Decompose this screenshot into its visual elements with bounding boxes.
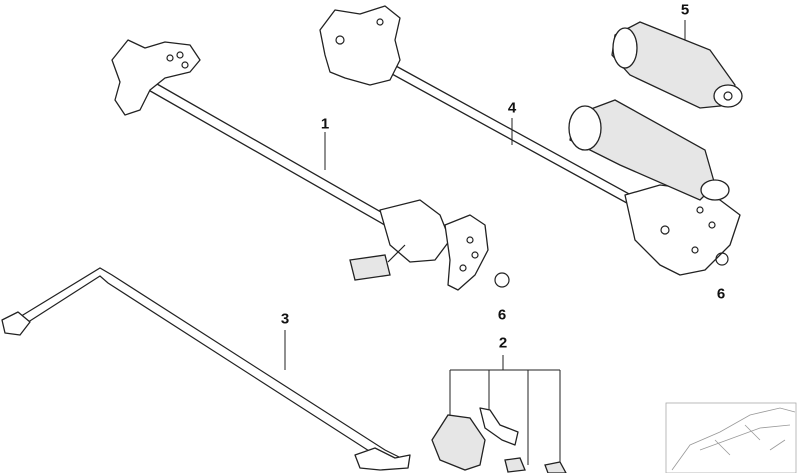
part-3-rod	[1, 267, 411, 471]
part-4-seat-shaft-right	[319, 5, 741, 276]
callout-5: 5	[680, 1, 690, 19]
vehicle-thumbnail	[665, 402, 797, 473]
callout-6-left: 6	[497, 306, 507, 324]
callout-1: 1	[320, 115, 330, 133]
callout-6-right: 6	[716, 285, 726, 303]
part-1-seat-shaft-left	[111, 39, 489, 291]
leader-lines	[284, 20, 686, 370]
part-6-rings	[494, 252, 729, 288]
part-5-motor	[611, 21, 743, 109]
part-2-kit	[431, 355, 567, 473]
callout-2: 2	[498, 334, 508, 352]
callout-3: 3	[280, 310, 290, 328]
callout-4: 4	[507, 99, 517, 117]
